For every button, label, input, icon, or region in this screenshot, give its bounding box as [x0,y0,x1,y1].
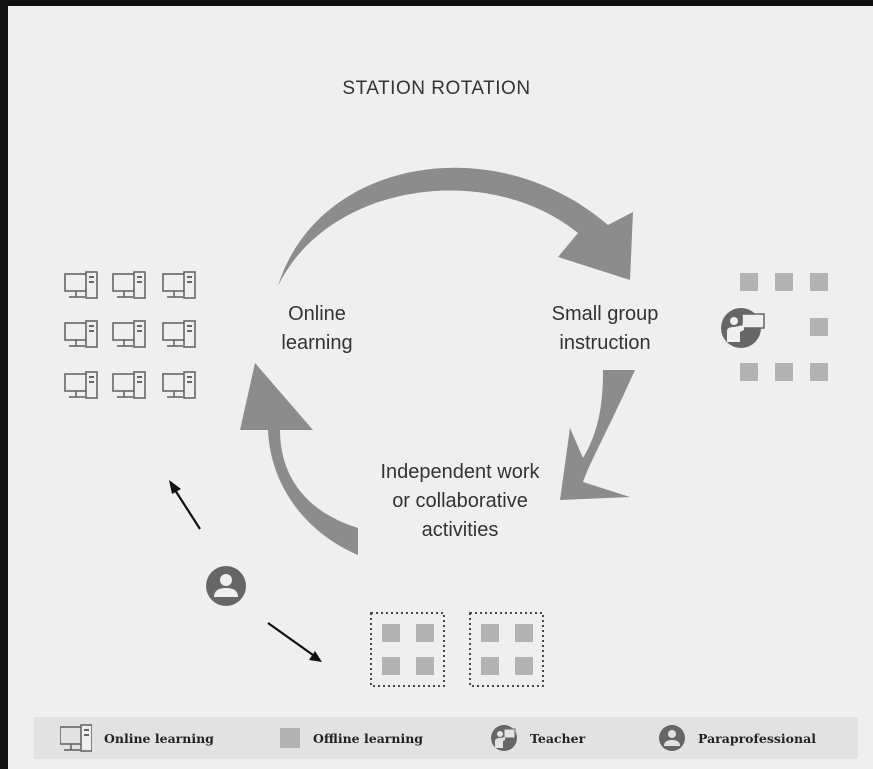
diagram-title: STATION ROTATION [342,78,531,99]
legend-teacher: Teacher [490,717,585,759]
legend-offline: Offline learning [279,717,423,759]
arrow-independent-to-online [240,363,358,555]
person-icon [659,725,685,751]
legend-online-label: Online learning [104,730,214,746]
computer-grid-icons [64,271,196,399]
legend-paraprofessional-label: Paraprofessional [698,730,816,746]
arrow-online-to-small-group [278,167,633,286]
paraprofessional-icon [206,566,246,606]
station-independent-label: Independent work or collaborative activi… [380,461,540,541]
legend-online: Online learning [60,717,214,759]
legend-teacher-label: Teacher [530,730,586,746]
legend: Online learning Offline learning Teacher… [34,717,858,759]
square-icon [280,728,300,748]
independent-work-tables [370,612,544,687]
arrow-small-group-to-independent [560,370,635,500]
teacher-icon [721,308,765,348]
legend-paraprofessional: Paraprofessional [658,717,816,759]
paraprofessional-arrows [169,480,322,662]
teacher-icon [491,725,517,751]
station-small-group-label: Small group instruction [551,303,659,354]
station-online-label: Online learning [281,303,353,354]
legend-offline-label: Offline learning [313,730,424,746]
computer-icon [60,724,92,752]
